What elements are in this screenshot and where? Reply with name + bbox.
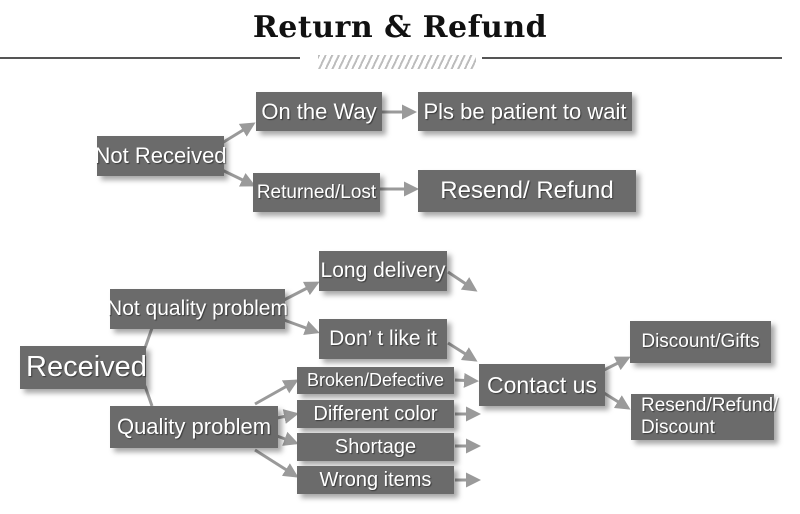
page-title: Return & Refund [252,10,548,45]
node-resend-refund: Resend/ Refund [418,170,636,212]
arrow-quality-wrong [254,448,299,478]
node-shortage: Shortage [297,433,454,461]
arrow-quality-color [276,409,299,424]
node-long-delivery: Long delivery [319,251,447,291]
node-on-the-way: On the Way [256,92,382,131]
arrow-long-out [447,270,478,292]
arrow-dontlike-contact [447,341,478,362]
arrow-quality-broken [254,379,299,406]
arrow-notquality-long [283,281,320,302]
arrow-notreceived-ontheway [221,122,256,145]
arrow-broken-out [454,372,479,388]
node-not-received: Not Received [94,136,227,176]
arrow-notreceived-returned [221,168,256,187]
node-discount-gifts: Discount/Gifts [630,321,771,363]
node-not-quality-problem: Not quality problem [107,289,288,329]
title-rule-right [482,57,782,59]
node-contact-us: Contact us [479,364,605,406]
arrow-notquality-dontlike [283,318,320,335]
arrow-contact-resend [603,391,631,410]
arrow-quality-shortage [276,431,299,446]
node-broken-defective: Broken/Defective [297,367,454,394]
node-resend-refund-discount: Resend/Refund/ Discount [631,394,778,440]
title-hatch-decoration [318,55,476,69]
node-quality-problem: Quality problem [110,406,278,448]
line-received-quality [143,385,154,407]
node-different-color: Different color [297,400,454,428]
title-rule-left [0,57,300,59]
node-be-patient: Pls be patient to wait [418,92,632,131]
line-received-notquality [143,327,154,349]
node-returned-lost: Returned/Lost [253,173,380,212]
node-received: Received [20,346,147,389]
node-dont-like-it: Don’ t like it [319,319,447,359]
node-wrong-items: Wrong items [297,466,454,494]
arrow-contact-discount [603,356,631,372]
